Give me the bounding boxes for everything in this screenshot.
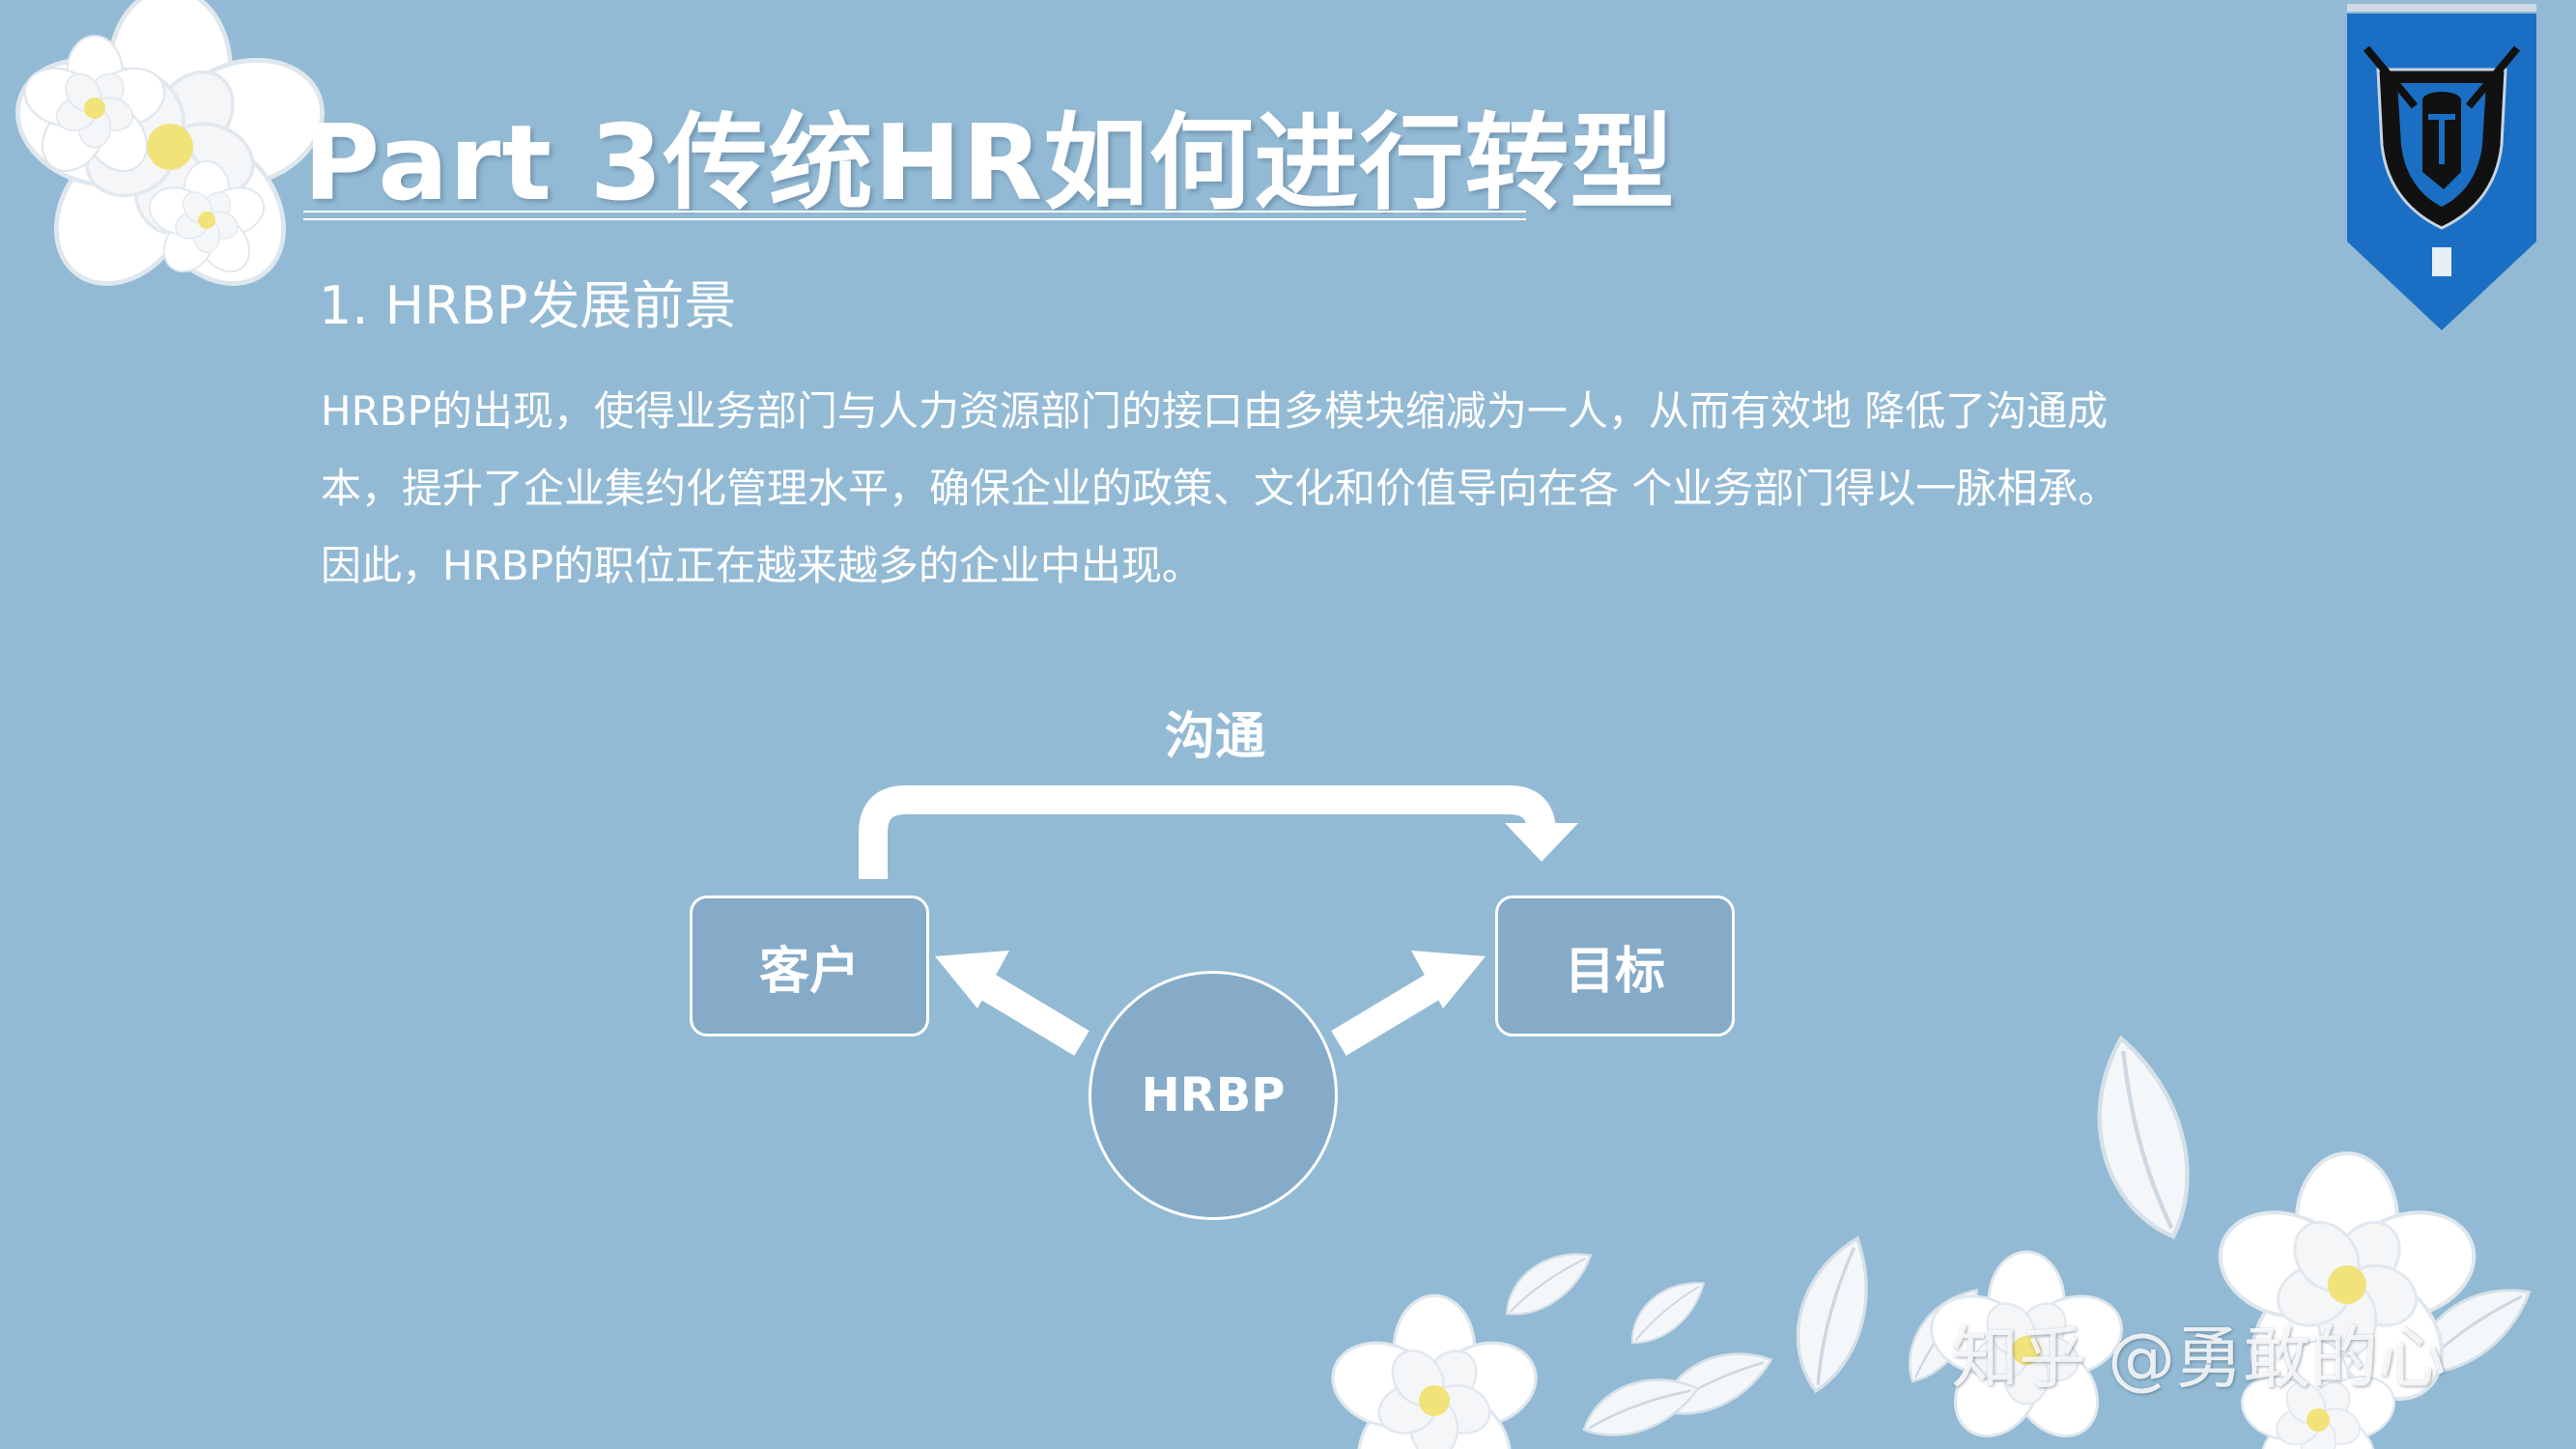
body-line: 因此，HRBP的职位正在越来越多的企业中出现。 xyxy=(321,542,1203,589)
communication-arrow xyxy=(859,785,1578,879)
arrow-to-target xyxy=(1331,951,1486,1056)
spartan-shield-icon xyxy=(2363,45,2521,276)
watermark: 知乎 @勇敢的心 xyxy=(1951,1319,2447,1398)
banner-badge xyxy=(2347,4,2536,330)
slide-title: Part 3传统HR如何进行转型 xyxy=(303,103,1676,224)
node-customer: 客户 xyxy=(690,895,929,1037)
body-line: 本，提升了企业集约化管理水平，确保企业的政策、文化和价值导向在各 个业务部门得以… xyxy=(321,465,2119,512)
node-hrbp: HRBP xyxy=(1089,971,1338,1220)
body-paragraph: HRBP的出现，使得业务部门与人力资源部门的接口由多模块缩减为一人，从而有效地 … xyxy=(321,373,2252,605)
title-underline-secondary xyxy=(303,218,1526,220)
node-target: 目标 xyxy=(1495,895,1735,1037)
title-underline xyxy=(303,211,1526,213)
edge-label-communication: 沟通 xyxy=(1165,708,1266,766)
section-heading: 1. HRBP发展前景 xyxy=(319,275,737,336)
arrow-to-customer xyxy=(935,951,1090,1056)
body-line: HRBP的出现，使得业务部门与人力资源部门的接口由多模块缩减为一人，从而有效地 … xyxy=(321,387,2109,435)
